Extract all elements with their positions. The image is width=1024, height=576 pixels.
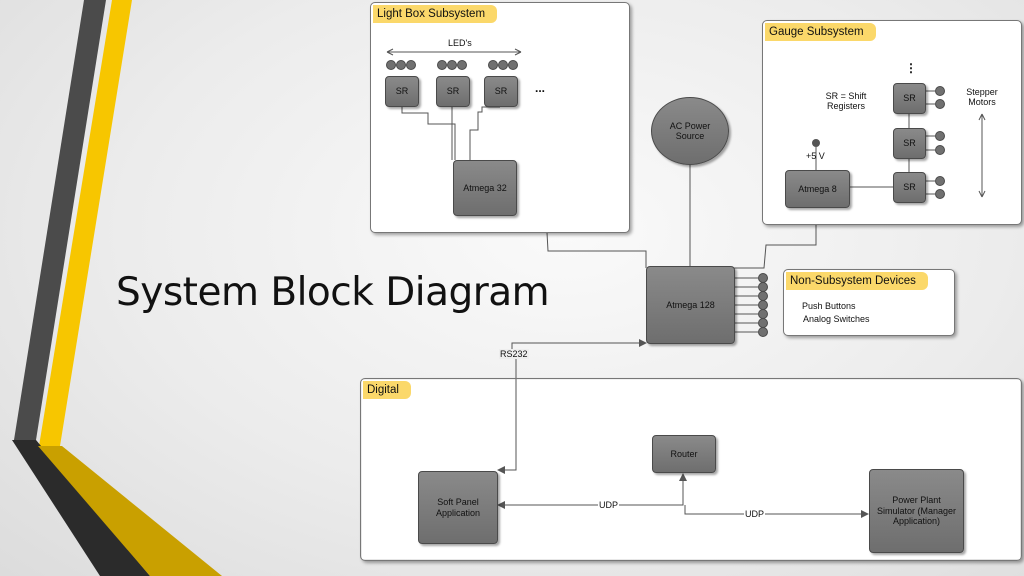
wire-rs232-to-atmega128 bbox=[511, 339, 647, 350]
gauge-sr-2: SR bbox=[893, 128, 926, 159]
sr-motor-wires bbox=[925, 90, 935, 195]
ac-power-source: AC Power Source bbox=[651, 97, 729, 165]
led-icon bbox=[508, 60, 518, 70]
wire-atmega8-atmega128 bbox=[734, 205, 817, 269]
motor-icon bbox=[935, 131, 945, 141]
udp-label-right: UDP bbox=[744, 509, 766, 520]
led-icon bbox=[498, 60, 508, 70]
motor-icon bbox=[935, 145, 945, 155]
device-port-icon bbox=[758, 327, 768, 337]
sr1-wire bbox=[401, 107, 456, 160]
device-item-analog-switches: Analog Switches bbox=[803, 314, 870, 324]
lightbox-sr-3: SR bbox=[484, 76, 518, 107]
wire-router-simulator bbox=[684, 505, 869, 518]
led-icon bbox=[437, 60, 447, 70]
led-icon bbox=[386, 60, 396, 70]
non-subsystem-title: Non-Subsystem Devices bbox=[786, 272, 928, 290]
gold-band bbox=[38, 446, 222, 576]
stepper-label: Stepper Motors bbox=[966, 87, 998, 108]
device-item-push-buttons: Push Buttons bbox=[802, 301, 856, 311]
soft-panel-block: Soft Panel Application bbox=[418, 471, 498, 544]
router-block: Router bbox=[652, 435, 716, 473]
led-icon bbox=[406, 60, 416, 70]
motor-icon bbox=[935, 86, 945, 96]
atmega32-block: Atmega 32 bbox=[453, 160, 517, 216]
udp-label-left: UDP bbox=[598, 500, 620, 511]
supply-terminal-icon bbox=[812, 139, 820, 147]
supply-label: +5 V bbox=[806, 151, 825, 161]
gauge-ellipsis: ⋮ bbox=[905, 61, 917, 75]
atmega128-block: Atmega 128 bbox=[646, 266, 735, 344]
gauge-sr-1: SR bbox=[893, 83, 926, 114]
decorative-stripes bbox=[12, 0, 222, 576]
led-icon bbox=[396, 60, 406, 70]
wire-rs232-to-softpanel bbox=[497, 350, 517, 474]
slide-title: System Block Diagram bbox=[116, 270, 550, 315]
digital-title: Digital bbox=[363, 381, 411, 399]
motor-icon bbox=[935, 176, 945, 186]
rs232-label: RS232 bbox=[499, 349, 529, 360]
black-band bbox=[12, 440, 150, 576]
lightbox-sr-1: SR bbox=[385, 76, 419, 107]
sr3-wire bbox=[469, 106, 500, 160]
digital-panel: Digital bbox=[360, 378, 1022, 561]
gauge-sr-3: SR bbox=[893, 172, 926, 203]
lightbox-sr-2: SR bbox=[436, 76, 470, 107]
sr-note: SR = Shift Registers bbox=[825, 91, 867, 112]
led-label: LED's bbox=[448, 38, 472, 48]
simulator-block: Power Plant Simulator (Manager Applicati… bbox=[869, 469, 964, 553]
motor-icon bbox=[935, 99, 945, 109]
non-subsystem-panel: Non-Subsystem Devices Push Buttons Analo… bbox=[783, 269, 955, 336]
dark-stripe bbox=[14, 0, 106, 440]
light-box-panel: Light Box Subsystem bbox=[370, 2, 630, 233]
lightbox-ellipsis: ... bbox=[535, 81, 546, 95]
led-icon bbox=[488, 60, 498, 70]
gauge-title: Gauge Subsystem bbox=[765, 23, 876, 41]
atmega8-block: Atmega 8 bbox=[785, 170, 850, 208]
yellow-stripe bbox=[39, 0, 132, 446]
led-icon bbox=[447, 60, 457, 70]
led-icon bbox=[457, 60, 467, 70]
light-box-title: Light Box Subsystem bbox=[373, 5, 498, 23]
motor-icon bbox=[935, 189, 945, 199]
device-taps bbox=[734, 277, 758, 333]
